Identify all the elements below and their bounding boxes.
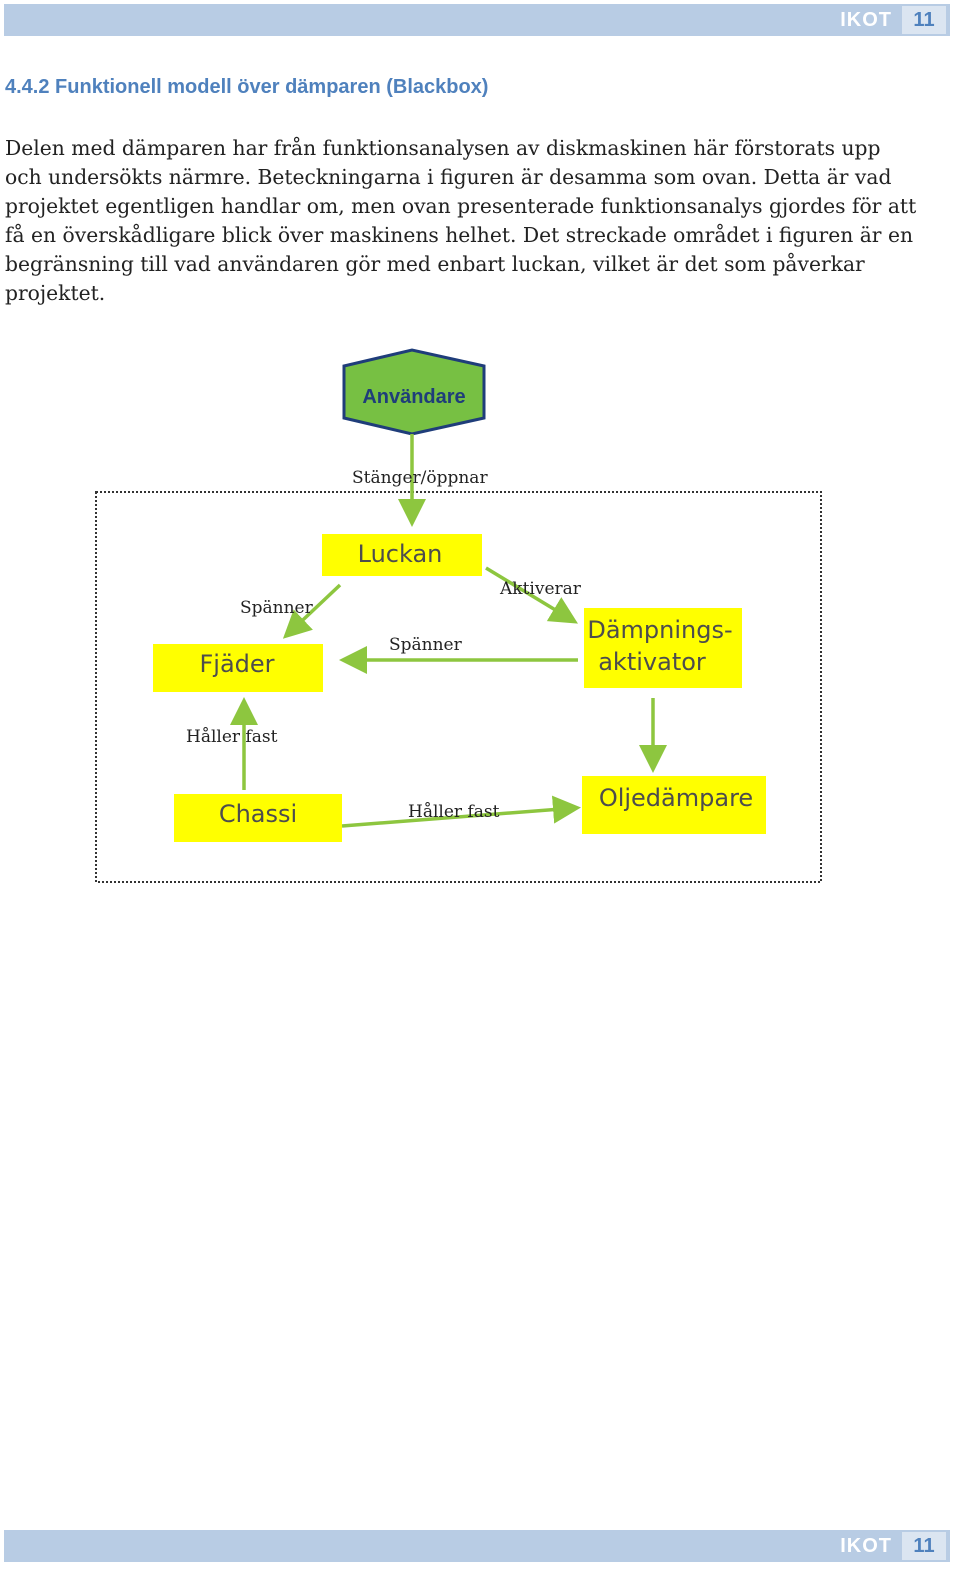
paragraph-line: projektet egentligen handlar om, men ova… [5,194,917,218]
edge-label-stanger-oppnar: Stänger/öppnar [352,468,488,488]
node-oljedampare-box [582,776,766,834]
arrow-luckan-to-dampning [485,566,578,624]
body-paragraph: Delen med dämparen har från funktionsana… [5,134,940,308]
paragraph-line: begränsning till vad användaren gör med … [5,252,865,276]
node-fjader-box [153,644,323,692]
actor-hexagon [342,348,486,436]
node-chassi-label: Chassi [219,800,297,828]
node-dampningsaktivator-label-1: Dämpnings- [587,616,732,644]
arrows [230,434,667,828]
node-dampningsaktivator-label-2: aktivator [598,648,706,676]
arrow-luckan-to-fjader [282,583,342,639]
node-fjader: Fjäder [153,644,323,692]
node-chassi-box [174,794,342,842]
paragraph-line: Delen med dämparen har från funktionsana… [5,136,881,160]
header-band: IKOT 11 [4,4,950,36]
footer-brand: IKOT [840,1535,892,1557]
node-fjader-label: Fjäder [199,650,274,678]
footer-band: IKOT 11 [4,1530,950,1562]
edge-label-spanner-left: Spänner [240,598,314,618]
footer-page-number: 11 [902,1532,946,1560]
node-luckan: Luckan [322,534,482,576]
edge-label-spanner-middle: Spänner [389,635,463,655]
node-dampningsaktivator-box [584,608,742,688]
paragraph-line: och undersökts närmre. Beteckningarna i … [5,165,892,189]
actor-label: Användare [362,386,465,408]
node-chassi: Chassi [174,794,342,842]
edge-label-haller-fast-left: Håller fast [186,727,278,747]
node-oljedampare-label: Oljedämpare [599,784,753,812]
arrow-chassi-to-oljedampare [341,795,581,828]
edge-label-aktiverar: Aktiverar [499,579,582,599]
paragraph-line: få en överskådligare blick över maskinen… [5,223,914,247]
node-luckan-label: Luckan [358,540,443,568]
node-dampningsaktivator: Dämpnings- aktivator [584,608,742,688]
edge-label-haller-fast-bottom: Håller fast [408,802,500,822]
node-oljedampare: Oljedämpare [582,776,766,834]
paragraph-line: projektet. [5,281,106,305]
section-heading: 4.4.2 Funktionell modell över dämparen (… [5,76,489,98]
actor-node: Användare [342,348,486,436]
node-luckan-box [322,534,482,576]
header-brand: IKOT [840,9,892,31]
header-page-number: 11 [902,6,946,34]
system-boundary [95,491,822,883]
